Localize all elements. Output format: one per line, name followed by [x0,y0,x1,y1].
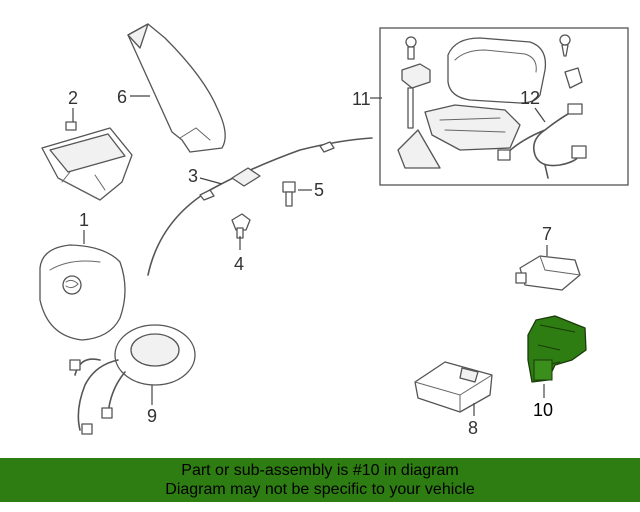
part-3-curtain-airbag[interactable] [147,137,373,276]
part-8-control-module[interactable] [414,361,493,413]
part-10-highlighted-sensor[interactable] [527,315,587,383]
callout-4: 4 [234,254,244,274]
part-info-banner: Part or sub-assembly is #10 in diagram D… [0,458,640,502]
part-11-inset-box[interactable] [379,27,629,186]
banner-line-1: Part or sub-assembly is #10 in diagram [181,462,459,479]
callout-9: 9 [147,406,157,426]
part-1-steering-airbag[interactable] [39,244,126,341]
callout-1: 1 [79,210,89,230]
callout-3: 3 [188,166,198,186]
sensor-icon [564,67,583,89]
callout-12: 12 [520,88,540,108]
screw-icon [405,36,417,60]
callout-2: 2 [68,88,78,108]
part-2-airbag-module[interactable] [41,121,133,201]
part-7-impact-sensor[interactable] [515,255,581,291]
clip-icon [559,34,571,57]
callout-11: 11 [352,89,371,109]
airbag-base-plate [424,104,521,151]
part-4-screw[interactable] [231,213,251,239]
callout-5: 5 [314,180,324,200]
part-5-bolt[interactable] [282,181,296,207]
part-6-trim-cover[interactable] [127,23,226,153]
callout-leaders [72,95,548,416]
callout-8: 8 [468,418,478,438]
callout-10: 10 [533,400,553,420]
callout-6: 6 [117,87,127,107]
callout-7: 7 [542,224,552,244]
banner-line-2: Diagram may not be specific to your vehi… [165,481,475,498]
bracket-icon [401,63,431,89]
parts-diagram: 2 1 6 3 4 5 7 8 9 10 11 12 [39,23,629,438]
knee-airbag-module [447,37,547,104]
part-9-clock-spring[interactable] [69,324,196,435]
